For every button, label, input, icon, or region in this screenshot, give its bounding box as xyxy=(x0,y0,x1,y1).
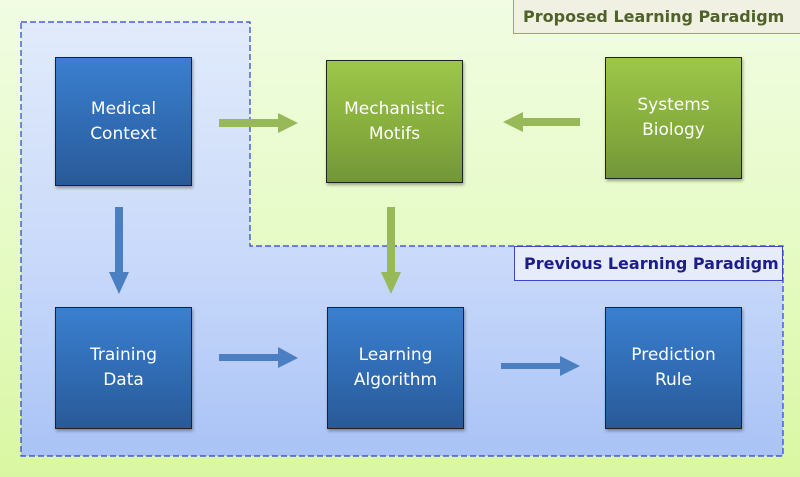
node-label-line1: Learning xyxy=(358,345,433,365)
previous-paradigm-region xyxy=(20,21,784,457)
previous-paradigm-label: Previous Learning Paradigm xyxy=(514,246,783,281)
arrow-systems-to-mechanistic xyxy=(503,112,580,132)
node-label-line2: Biology xyxy=(642,120,705,140)
arrow-medical-to-mechanistic xyxy=(219,113,298,133)
node-label-line2: Data xyxy=(103,370,144,390)
previous-paradigm-text: Previous Learning Paradigm xyxy=(524,254,779,273)
node-medical-context: Medical Context xyxy=(55,57,192,186)
arrow-training-to-learning xyxy=(219,347,298,368)
node-label-line2: Rule xyxy=(654,370,692,390)
node-systems-biology: Systems Biology xyxy=(605,57,742,179)
node-mechanistic-motifs: Mechanistic Motifs xyxy=(326,60,463,183)
proposed-paradigm-text: Proposed Learning Paradigm xyxy=(523,7,785,26)
node-prediction-rule: Prediction Rule xyxy=(605,307,742,429)
arrow-medical-to-training xyxy=(109,207,129,294)
node-label-line2: Motifs xyxy=(368,123,421,144)
proposed-paradigm-label: Proposed Learning Paradigm xyxy=(513,0,800,34)
node-label-line1: Prediction xyxy=(631,345,716,365)
node-learning-algorithm: Learning Algorithm xyxy=(327,307,464,429)
node-label-line1: Systems xyxy=(637,95,710,115)
node-label-line1: Medical xyxy=(90,98,157,119)
node-label-line2: Algorithm xyxy=(353,370,438,390)
node-label-line2: Context xyxy=(90,123,157,144)
node-label-line1: Mechanistic xyxy=(344,98,445,119)
node-training-data: Training Data xyxy=(55,307,192,429)
arrow-mechanistic-to-learning xyxy=(381,207,401,294)
arrow-learning-to-prediction xyxy=(501,356,580,376)
node-label-line1: Training xyxy=(89,345,158,365)
